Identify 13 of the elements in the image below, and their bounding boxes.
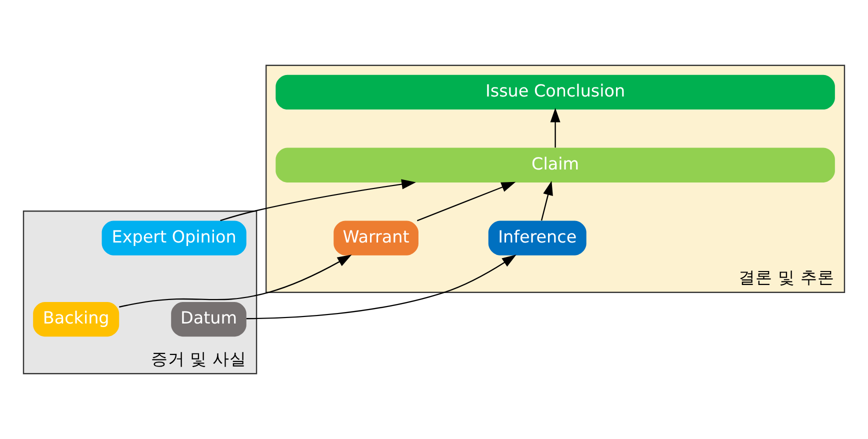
arrow (220, 179, 416, 222)
arrow (119, 254, 352, 308)
node-box: Warrant (334, 220, 418, 256)
arrow (550, 108, 560, 148)
node-box: Backing (33, 302, 120, 337)
node-box: Claim (276, 148, 835, 182)
arrow (540, 180, 553, 221)
node-box: Datum (171, 302, 246, 337)
node-box: Issue Conclusion (276, 74, 835, 110)
node-box: Expert Opinion (102, 220, 246, 256)
arrow (416, 182, 516, 222)
node-box: Inference (488, 220, 586, 256)
arrow (246, 254, 516, 320)
